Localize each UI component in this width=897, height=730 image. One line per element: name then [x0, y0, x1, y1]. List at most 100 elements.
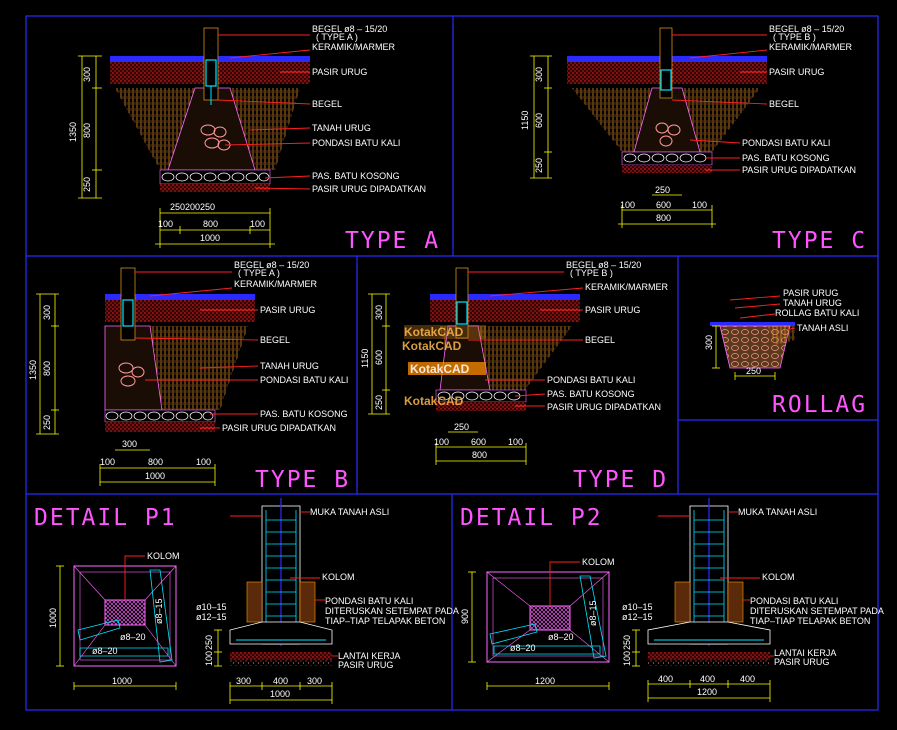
- dim-text: 100: [250, 219, 265, 229]
- detail-p1-label: MUKA TANAH ASLI: [310, 507, 389, 517]
- dim-text: 800: [148, 457, 163, 467]
- detail-p2-bar: ø12–15: [622, 612, 653, 622]
- dry-stone-circles: [161, 172, 270, 182]
- dim-text: 1150: [360, 349, 370, 368]
- dim-text: 800: [656, 213, 671, 223]
- stirrup: [660, 69, 672, 91]
- stones: [655, 122, 681, 147]
- dim-text: 400: [273, 676, 288, 686]
- type-b-label: PONDASI BATU KALI: [260, 375, 348, 385]
- stones: [118, 362, 145, 387]
- dim-text: 300: [374, 305, 384, 320]
- dim-text: 400: [700, 674, 715, 684]
- type-b-label: TANAH URUG: [260, 361, 319, 371]
- dim-text: 1000: [48, 608, 58, 628]
- type-a-label: PASIR URUG: [312, 67, 367, 77]
- detail-p1-section-leaders: [230, 511, 338, 657]
- dim-text: 300: [307, 676, 322, 686]
- compacted-sand: [436, 402, 526, 411]
- dim-text: 1000: [112, 676, 132, 686]
- detail-p2-plan-label: ø8–20: [548, 632, 574, 642]
- type-d-label: PASIR URUG: [585, 305, 640, 315]
- dim-text: 100: [100, 457, 115, 467]
- detail-p2-plan: [486, 571, 610, 663]
- detail-p1-plan-dims: [56, 565, 177, 690]
- detail-p1-label: PASIR URUG: [338, 660, 393, 670]
- watermark: KotakCAD: [410, 362, 470, 376]
- detail-p1-plan-label: ø8–20: [120, 632, 146, 642]
- detail-p2-plan-label: ø8–15: [588, 600, 598, 626]
- type-a-label: PONDASI BATU KALI: [312, 138, 400, 148]
- type-c-label: PONDASI BATU KALI: [742, 138, 830, 148]
- floor-finish: [105, 294, 255, 300]
- type-c-label: BEGEL: [769, 99, 799, 109]
- type-b-label: BEGEL ø8 – 15/20: [234, 260, 309, 270]
- type-b-label: PAS. BATU KOSONG: [260, 409, 348, 419]
- dim-text: 1200: [535, 676, 555, 686]
- type-a-label: PASIR URUG DIPADATKAN: [312, 184, 426, 194]
- dim-text: 1350: [68, 122, 78, 142]
- type-d-label: BEGEL ø8 – 15/20: [566, 260, 641, 270]
- dim-text: 400: [740, 674, 755, 684]
- detail-p2-plan-label: ø8–20: [510, 643, 536, 653]
- type-c-label: PASIR URUG DIPADATKAN: [742, 165, 856, 175]
- dim-text: 1200: [697, 687, 717, 697]
- detail-p2-plan-label: KOLOM: [582, 557, 615, 567]
- type-c-dim-lines: [530, 55, 716, 228]
- type-d-label: BEGEL: [585, 335, 615, 345]
- dim-text: 1350: [28, 360, 38, 380]
- dim-text: 800: [472, 450, 487, 460]
- dim-text: 250: [454, 422, 469, 432]
- dim-text: 600: [374, 350, 384, 365]
- detail-p2-title: DETAIL P2: [460, 505, 603, 531]
- type-c-label: PAS. BATU KOSONG: [742, 153, 830, 163]
- detail-p2-label: DITERUSKAN SETEMPAT PADA: [750, 606, 884, 616]
- detail-p1-bar: ø10–15: [196, 602, 227, 612]
- dim-text: 100: [196, 457, 211, 467]
- rollag-dim-lines: [712, 325, 776, 380]
- rollag-leaders: [729, 295, 796, 331]
- dim-text: 1000: [145, 471, 165, 481]
- type-d-dim-lines: [368, 293, 527, 465]
- type-a-label: KERAMIK/MARMER: [312, 42, 396, 52]
- sloof-column: [659, 27, 673, 99]
- type-b-label: PASIR URUG: [260, 305, 315, 315]
- dim-text: 250: [82, 177, 92, 192]
- dim-text: 400: [658, 674, 673, 684]
- detail-p1-label: LANTAI KERJA: [338, 651, 400, 661]
- detail-p1-label: DITERUSKAN SETEMPAT PADA: [325, 606, 459, 616]
- type-c-title: TYPE C: [772, 228, 867, 254]
- detail-p1-plan: [73, 565, 177, 667]
- type-a-label: BEGEL ø8 – 15/20: [312, 24, 387, 34]
- detail-p1-label: PONDASI BATU KALI: [325, 596, 413, 606]
- dim-text: 100: [158, 219, 173, 229]
- detail-p1-plan-label: ø8–20: [92, 646, 118, 656]
- dim-text: 300: [236, 676, 251, 686]
- type-a-leaders: [217, 34, 311, 190]
- dim-text: 100: [434, 437, 449, 447]
- dim-text: 300: [122, 439, 137, 449]
- dry-stone-layer: [159, 169, 271, 185]
- dry-stone-circles: [105, 411, 214, 421]
- sand-fill: [105, 300, 255, 322]
- detail-p1-bar: ø12–15: [196, 612, 227, 622]
- type-c-label: ( TYPE B ): [773, 32, 816, 42]
- type-c-label: KERAMIK/MARMER: [769, 42, 853, 52]
- type-d-label: PONDASI BATU KALI: [547, 375, 635, 385]
- detail-p1-plan-label: ø8–15: [154, 598, 164, 624]
- dim-text: 250: [204, 635, 214, 650]
- detail-p2-label: KOLOM: [762, 572, 795, 582]
- compacted-sand: [622, 165, 712, 173]
- type-d-label: KERAMIK/MARMER: [585, 282, 669, 292]
- type-b-title: TYPE B: [255, 467, 350, 493]
- type-d-label: PAS. BATU KOSONG: [547, 389, 635, 399]
- type-b-label: BEGEL: [260, 335, 290, 345]
- dim-text: 300: [534, 67, 544, 82]
- type-b-label: ( TYPE A ): [238, 268, 280, 278]
- dim-text: 800: [42, 361, 52, 376]
- type-a-label: PAS. BATU KOSONG: [312, 171, 400, 181]
- dim-text: 250: [655, 185, 670, 195]
- rollag-label: ROLLAG BATU KALI: [775, 308, 859, 318]
- type-c-label: BEGEL ø8 – 15/20: [769, 24, 844, 34]
